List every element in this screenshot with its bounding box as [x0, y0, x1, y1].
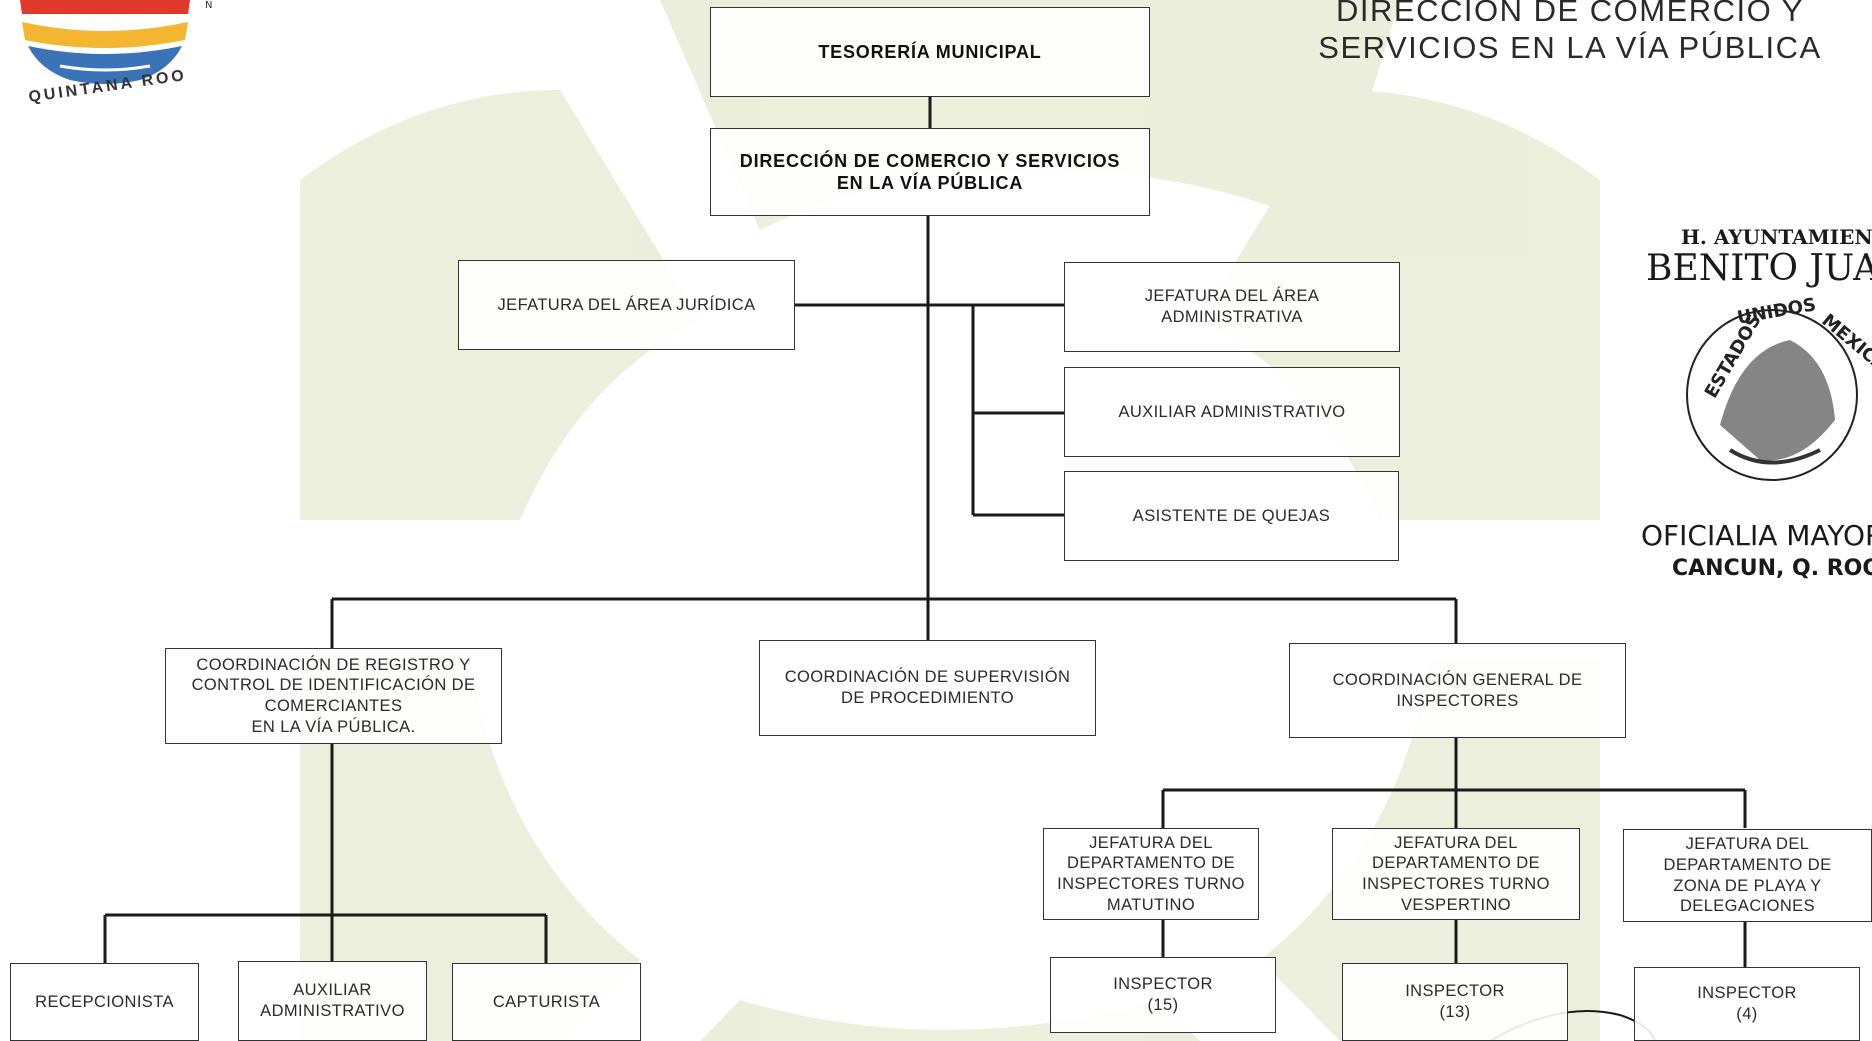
- box-capturista: CAPTURISTA: [452, 963, 641, 1041]
- box-auxiliar-administrativo-2: AUXILIAR ADMINISTRATIVO: [238, 961, 427, 1041]
- box-direccion-comercio: DIRECCIÓN DE COMERCIO Y SERVICIOS EN LA …: [710, 128, 1150, 216]
- box-inspector-15: INSPECTOR (15): [1050, 957, 1276, 1033]
- box-jefatura-juridica: JEFATURA DEL ÁREA JURÍDICA: [458, 260, 795, 350]
- box-inspector-4: INSPECTOR (4): [1634, 967, 1860, 1041]
- box-jefatura-turno-vespertino: JEFATURA DEL DEPARTAMENTO DE INSPECTORES…: [1332, 828, 1580, 920]
- box-coordinacion-inspectores: COORDINACIÓN GENERAL DE INSPECTORES: [1289, 643, 1626, 738]
- svg-text:UNIDOS: UNIDOS: [1736, 294, 1818, 329]
- box-jefatura-turno-matutino: JEFATURA DEL DEPARTAMENTO DE INSPECTORES…: [1043, 828, 1259, 920]
- box-auxiliar-administrativo: AUXILIAR ADMINISTRATIVO: [1064, 367, 1400, 457]
- box-inspector-13: INSPECTOR (13): [1342, 963, 1568, 1041]
- box-coordinacion-supervision: COORDINACIÓN DE SUPERVISIÓN DE PROCEDIMI…: [759, 640, 1096, 736]
- box-jefatura-zona-playa: JEFATURA DEL DEPARTAMENTO DE ZONA DE PLA…: [1623, 829, 1872, 922]
- municipal-logo: N QUINTANA ROO: [0, 0, 240, 120]
- page-title: DIRECCIÓN DE COMERCIO Y SERVICIOS EN LA …: [1318, 0, 1822, 66]
- box-tesoreria-municipal: TESORERÍA MUNICIPAL: [710, 7, 1150, 97]
- official-seal-stamp: H. AYUNTAMIENTO BENITO JUAREZ ESTADOS UN…: [1641, 225, 1872, 581]
- official-seal: H. AYUNTAMIENTO BENITO JUAREZ ESTADOS UN…: [1630, 220, 1872, 600]
- box-recepcionista: RECEPCIONISTA: [10, 963, 199, 1041]
- box-asistente-quejas: ASISTENTE DE QUEJAS: [1064, 471, 1399, 561]
- svg-text:CANCUN, Q. ROO: CANCUN, Q. ROO: [1672, 556, 1872, 581]
- svg-text:H. AYUNTAMIENTO: H. AYUNTAMIENTO: [1681, 225, 1872, 249]
- box-coordinacion-registro: COORDINACIÓN DE REGISTRO Y CONTROL DE ID…: [165, 648, 502, 744]
- box-jefatura-administrativa: JEFATURA DEL ÁREA ADMINISTRATIVA: [1064, 262, 1400, 352]
- svg-text:N: N: [205, 0, 212, 11]
- logo-emblem-icon: N: [20, 0, 212, 84]
- svg-text:BENITO JUAREZ: BENITO JUAREZ: [1646, 248, 1872, 289]
- svg-text:OFICIALIA MAYOR: OFICIALIA MAYOR: [1641, 519, 1872, 552]
